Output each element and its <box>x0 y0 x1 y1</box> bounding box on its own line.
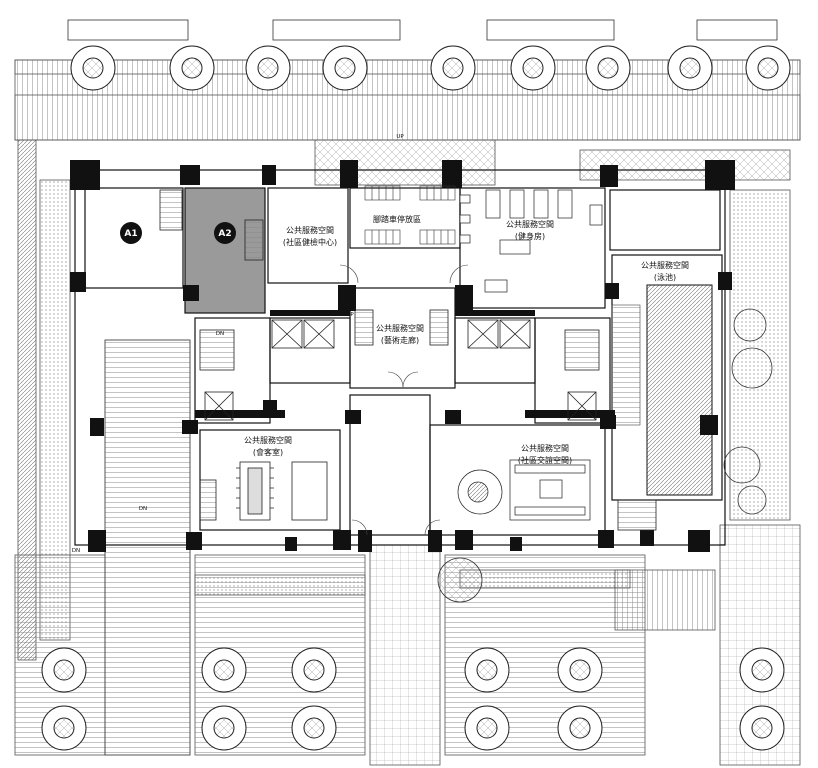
gym-equipment <box>459 189 603 293</box>
pool <box>611 284 713 496</box>
tree-icon <box>557 705 603 751</box>
tree-icon <box>739 647 785 693</box>
structural-columns <box>70 160 735 552</box>
tree-icon <box>464 647 510 693</box>
tree-icon <box>41 705 87 751</box>
top-planters <box>67 19 778 41</box>
tree-icon <box>70 45 116 91</box>
tree-icon <box>667 45 713 91</box>
side-dn-mark: DN <box>72 548 80 554</box>
community-exchange-label: 公共服務空間 <box>521 443 569 453</box>
tree-icon <box>464 705 510 751</box>
meeting-room-sublabel: (會客室) <box>253 447 283 457</box>
community-health-sublabel: (社區健檢中心) <box>283 237 337 247</box>
tree-icon <box>41 647 87 693</box>
meeting-room-label: 公共服務空間 <box>244 435 292 445</box>
gym-sublabel: (健身房) <box>515 231 545 241</box>
doors <box>339 264 469 536</box>
unit-marker-a1: A1 <box>120 222 142 244</box>
community-exchange-sublabel: (社區交誼空間) <box>518 455 572 465</box>
community-health-label: 公共服務空間 <box>286 225 334 235</box>
tree-icon <box>201 647 247 693</box>
ramp-dn-mark: DN <box>139 506 147 512</box>
tree-icon <box>510 45 556 91</box>
tree-icon <box>585 45 631 91</box>
direction-marks: UP UP DN DN DN <box>72 134 405 554</box>
entrance-up-mark: UP <box>396 134 404 140</box>
unit-label-a1: A1 <box>124 229 137 239</box>
trees <box>41 45 791 751</box>
stair-up-mark: UP <box>346 312 354 318</box>
pool-label: 公共服務空間 <box>641 260 689 270</box>
tree-icon <box>291 705 337 751</box>
cores <box>159 189 657 531</box>
lounge-furniture <box>457 459 591 521</box>
tree-icon <box>557 647 603 693</box>
unit-marker-a2: A2 <box>214 222 236 244</box>
tree-icon <box>201 705 247 751</box>
tree-icon <box>745 45 791 91</box>
shrubs <box>437 308 773 603</box>
tree-icon <box>291 647 337 693</box>
meeting-table <box>236 461 328 521</box>
core-dn-mark: DN <box>216 331 224 337</box>
tree-icon <box>430 45 476 91</box>
art-gallery-sublabel: (藝術走廊) <box>381 335 419 345</box>
bike-parking-label: 腳踏車停放區 <box>373 214 421 224</box>
bike-stalls <box>364 185 456 245</box>
tree-icon <box>739 705 785 751</box>
room-labels: 公共服務空間 (社區健檢中心) 腳踏車停放區 公共服務空間 (健身房) 公共服務… <box>244 214 689 465</box>
tree-icon <box>169 45 215 91</box>
tree-icon <box>322 45 368 91</box>
pool-sublabel: (泳池) <box>654 272 676 282</box>
unit-label-a2: A2 <box>218 229 231 239</box>
tree-icon <box>245 45 291 91</box>
art-gallery-label: 公共服務空間 <box>376 323 424 333</box>
parking-ramp <box>104 339 191 756</box>
gym-label: 公共服務空間 <box>506 219 554 229</box>
